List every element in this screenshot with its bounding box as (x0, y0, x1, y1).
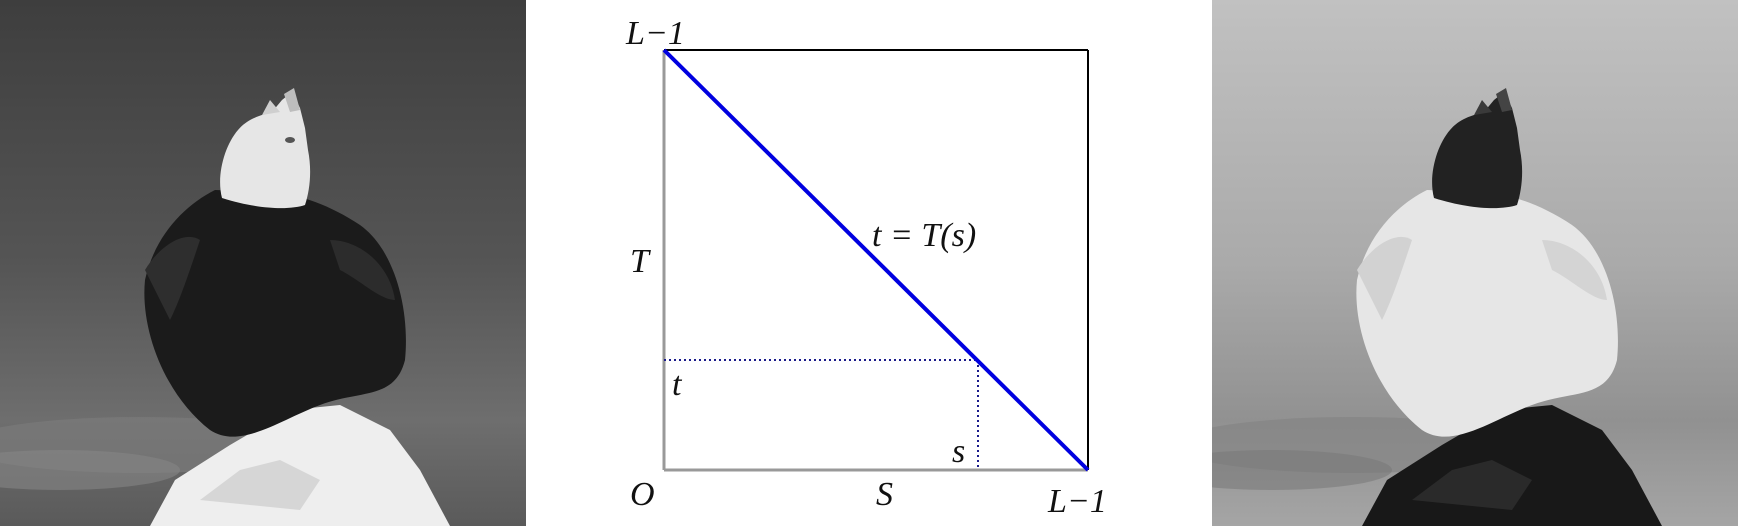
rock-shadow-inverted (1412, 460, 1532, 510)
negative-eagle-svg (1212, 0, 1738, 526)
eagle-head-inverted (1432, 92, 1523, 209)
original-eagle-image (0, 0, 526, 526)
eagle-wing-left (145, 236, 200, 320)
transform-curve (662, 48, 1090, 472)
eagle-head (220, 92, 311, 209)
original-eagle-svg (0, 0, 526, 526)
eagle-wing-right (330, 240, 395, 300)
label-curve: t = T(s) (872, 217, 976, 254)
eagle-wing-left-inverted (1357, 236, 1412, 320)
label-t-mark: t (672, 366, 683, 403)
eagle-beak-lower (262, 100, 280, 115)
cloud-band (0, 450, 180, 490)
label-s-mark: s (952, 433, 965, 470)
label-origin: O (630, 476, 655, 513)
eagle-beak-upper-inverted (1496, 88, 1512, 112)
cloud-band (1212, 450, 1392, 490)
label-top-left: L−1 (625, 15, 685, 52)
negative-eagle-image (1212, 0, 1738, 526)
transformation-diagram: L−1 L−1 O S T t = T(s) t s (600, 0, 1160, 526)
diagram-svg: L−1 L−1 O S T t = T(s) t s (625, 15, 1107, 520)
snow-shadow (200, 460, 320, 510)
eagle-wing-right-inverted (1542, 240, 1607, 300)
eagle-beak-upper (284, 88, 300, 112)
eagle-eye (285, 137, 295, 143)
label-bottom-right: L−1 (1047, 483, 1107, 520)
label-x-axis: S (876, 476, 893, 513)
eagle-beak-lower-inverted (1474, 100, 1492, 115)
label-y-axis: T (630, 243, 651, 280)
